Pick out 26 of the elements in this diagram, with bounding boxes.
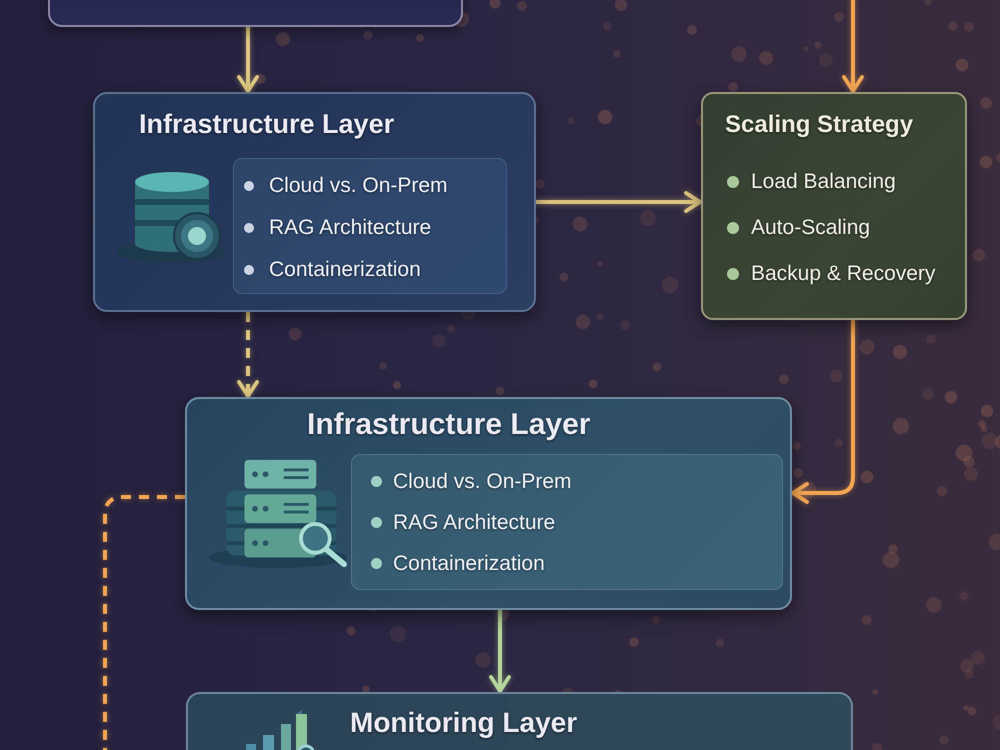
arrow: [237, 25, 259, 94]
card-title: Infrastructure Layer: [139, 109, 394, 140]
card-title: Monitoring Layer: [350, 707, 578, 740]
list-item: Cloud vs. On-Prem: [393, 468, 572, 494]
card-title: Infrastructure Layer: [307, 408, 590, 442]
list-item: RAG Architecture: [393, 510, 556, 536]
arrow: [790, 318, 855, 504]
list-panel: [233, 158, 507, 294]
arrow: [534, 191, 703, 213]
layer-card: [93, 92, 536, 312]
list-item: Backup & Recovery: [751, 261, 936, 287]
list-item: Auto-Scaling: [751, 215, 870, 241]
layer-card: [186, 692, 853, 750]
list-item: RAG Architecture: [269, 215, 432, 241]
list-item: Cloud vs. On-Prem: [269, 173, 448, 199]
card-title: Scaling Strategy: [725, 111, 914, 139]
dashed-arrow: [237, 312, 259, 398]
list-item: Load Balancing: [751, 169, 896, 195]
layer-card: [185, 397, 792, 610]
list-item: Containerization: [393, 550, 545, 576]
dashed-line: [103, 495, 185, 750]
arrow: [842, 0, 864, 94]
arrow: [489, 608, 511, 694]
list-panel: [351, 454, 783, 590]
layer-card: [701, 92, 967, 320]
list-item: Containerization: [269, 257, 421, 283]
